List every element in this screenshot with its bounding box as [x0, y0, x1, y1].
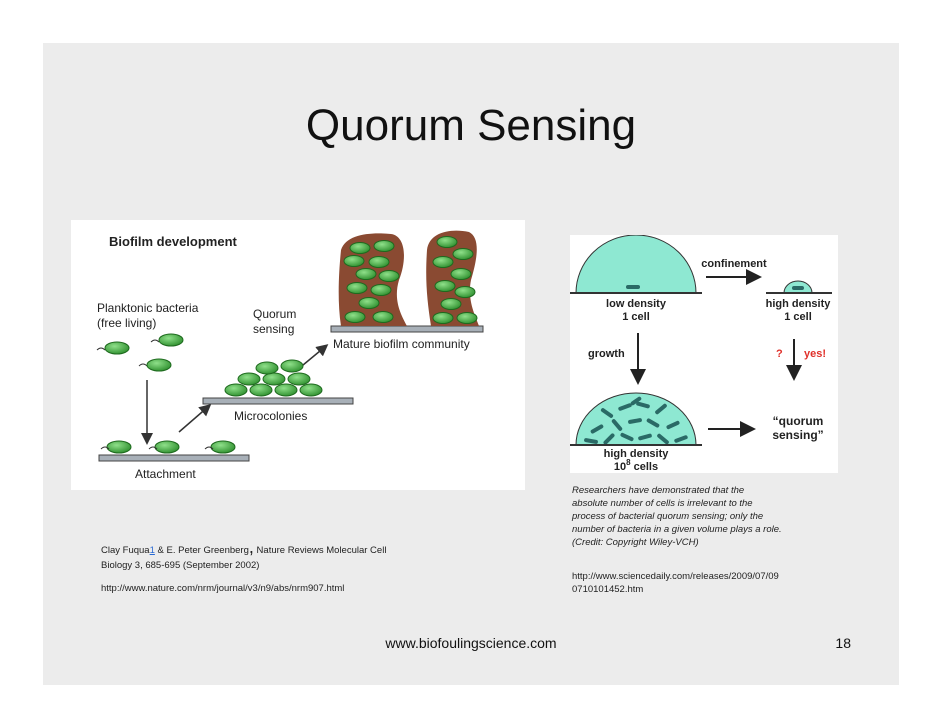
question-mark: ? [776, 348, 783, 360]
growth-label: growth [588, 348, 625, 360]
high-density-label-a: high density [766, 298, 832, 310]
biofilm-heading: Biofilm development [109, 234, 238, 249]
planktonic-label-2: (free living) [97, 316, 156, 330]
one-cell-label-a: 1 cell [622, 311, 650, 323]
left-citation-url[interactable]: http://www.nature.com/nrm/journal/v3/n9/… [101, 583, 345, 594]
attachment-surface [98, 454, 250, 462]
single-cell [626, 285, 640, 289]
microcolonies-label: Microcolonies [234, 409, 307, 423]
confinement-figure: low density 1 cell confinement high dens… [570, 234, 838, 473]
attached-bacteria [100, 440, 236, 454]
mature-bacteria [343, 236, 478, 324]
slide-title: Quorum Sensing [305, 101, 637, 150]
quorum-sensing-label: “quorum [773, 414, 824, 428]
quorum-label: Quorum [253, 307, 296, 321]
slide: Quorum Sensing Biofilm development Plank… [43, 43, 899, 685]
quorum-sensing-label-2: sensing” [772, 428, 823, 442]
right-caption-url[interactable]: http://www.sciencedaily.com/releases/200… [572, 571, 779, 595]
attachment-label: Attachment [135, 467, 196, 481]
mature-surface [330, 325, 484, 333]
citation-ref-link[interactable]: 1 [149, 545, 155, 556]
high-density-label-b: high density [604, 448, 670, 460]
planktonic-label: Planktonic bacteria [97, 301, 199, 315]
right-caption: Researchers have demonstrated that the a… [572, 485, 782, 548]
cells-count-label: 108 cells [614, 458, 658, 473]
citation-author: Clay Fuqua [101, 545, 150, 556]
low-density-label: low density [606, 298, 667, 310]
page-number: 18 [835, 635, 851, 651]
footer-url: www.biofoulingscience.com [385, 635, 557, 651]
confinement-label: confinement [701, 258, 767, 270]
many-cells [584, 396, 688, 445]
planktonic-bacteria [96, 333, 184, 372]
microcolony-bacteria [224, 359, 323, 397]
low-density-dome [575, 234, 697, 294]
diag-arrow-1 [178, 404, 212, 433]
biofilm-figure: Biofilm development Planktonic bacteria … [71, 220, 525, 490]
yes-label: yes! [804, 348, 826, 360]
quorum-label-2: sensing [253, 322, 294, 336]
microcolony-surface [202, 397, 354, 405]
left-citation-line2: Biology 3, 685-695 (September 2002) [101, 560, 260, 571]
one-cell-label-b: 1 cell [784, 311, 812, 323]
mature-label: Mature biofilm community [333, 337, 470, 351]
left-citation: Clay Fuqua1 & E. Peter Greenberg, Nature… [101, 537, 387, 557]
